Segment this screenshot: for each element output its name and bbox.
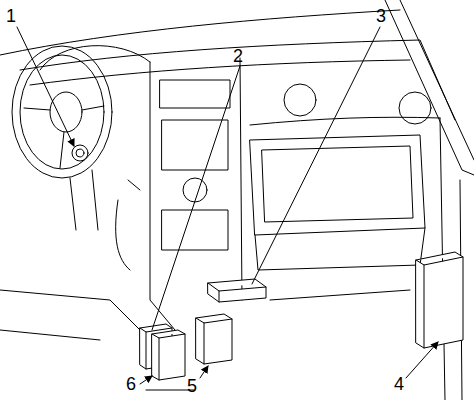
shift-lever (116, 180, 140, 270)
leader-line (406, 342, 438, 378)
callout-number: 2 (233, 46, 243, 66)
control-unit-4 (416, 252, 463, 348)
steering-column (70, 170, 98, 230)
control-unit-3 (208, 279, 266, 302)
dash-lower (255, 228, 425, 270)
floor-line (270, 290, 410, 300)
callout-number: 4 (394, 374, 404, 394)
steering-wheel (12, 46, 112, 178)
ignition-switch-core (76, 149, 84, 157)
climate-knob (183, 178, 207, 202)
steering-wheel-inner (20, 55, 104, 169)
leader-line (152, 66, 240, 330)
leader-line (146, 390, 194, 391)
vent (284, 84, 316, 116)
callout-number: 6 (126, 374, 136, 394)
center-stack (150, 58, 242, 330)
callout-number: 1 (6, 6, 16, 26)
leader-line (17, 27, 74, 146)
glovebox (250, 135, 425, 235)
steering-spokes (24, 106, 104, 168)
control-unit-5 (196, 314, 232, 364)
floor (0, 290, 140, 340)
display-panel (160, 80, 230, 108)
control-unit-6b (152, 330, 185, 380)
audio-unit (162, 120, 228, 170)
leader-line (252, 27, 380, 284)
windshield-edge (0, 10, 400, 55)
leader-line (200, 366, 208, 378)
ignition-switch (72, 145, 88, 161)
dash-trim (250, 117, 440, 125)
glovebox-lid (262, 146, 413, 222)
callout-number: 5 (187, 376, 197, 396)
callout-number: 3 (376, 6, 386, 26)
a-pillar-inner (385, 0, 474, 175)
steering-hub (50, 92, 82, 132)
instrument-hood (40, 46, 150, 70)
climate-panel (162, 210, 228, 250)
leader-line (140, 376, 152, 384)
dash-top (20, 40, 455, 120)
vent (399, 92, 431, 124)
